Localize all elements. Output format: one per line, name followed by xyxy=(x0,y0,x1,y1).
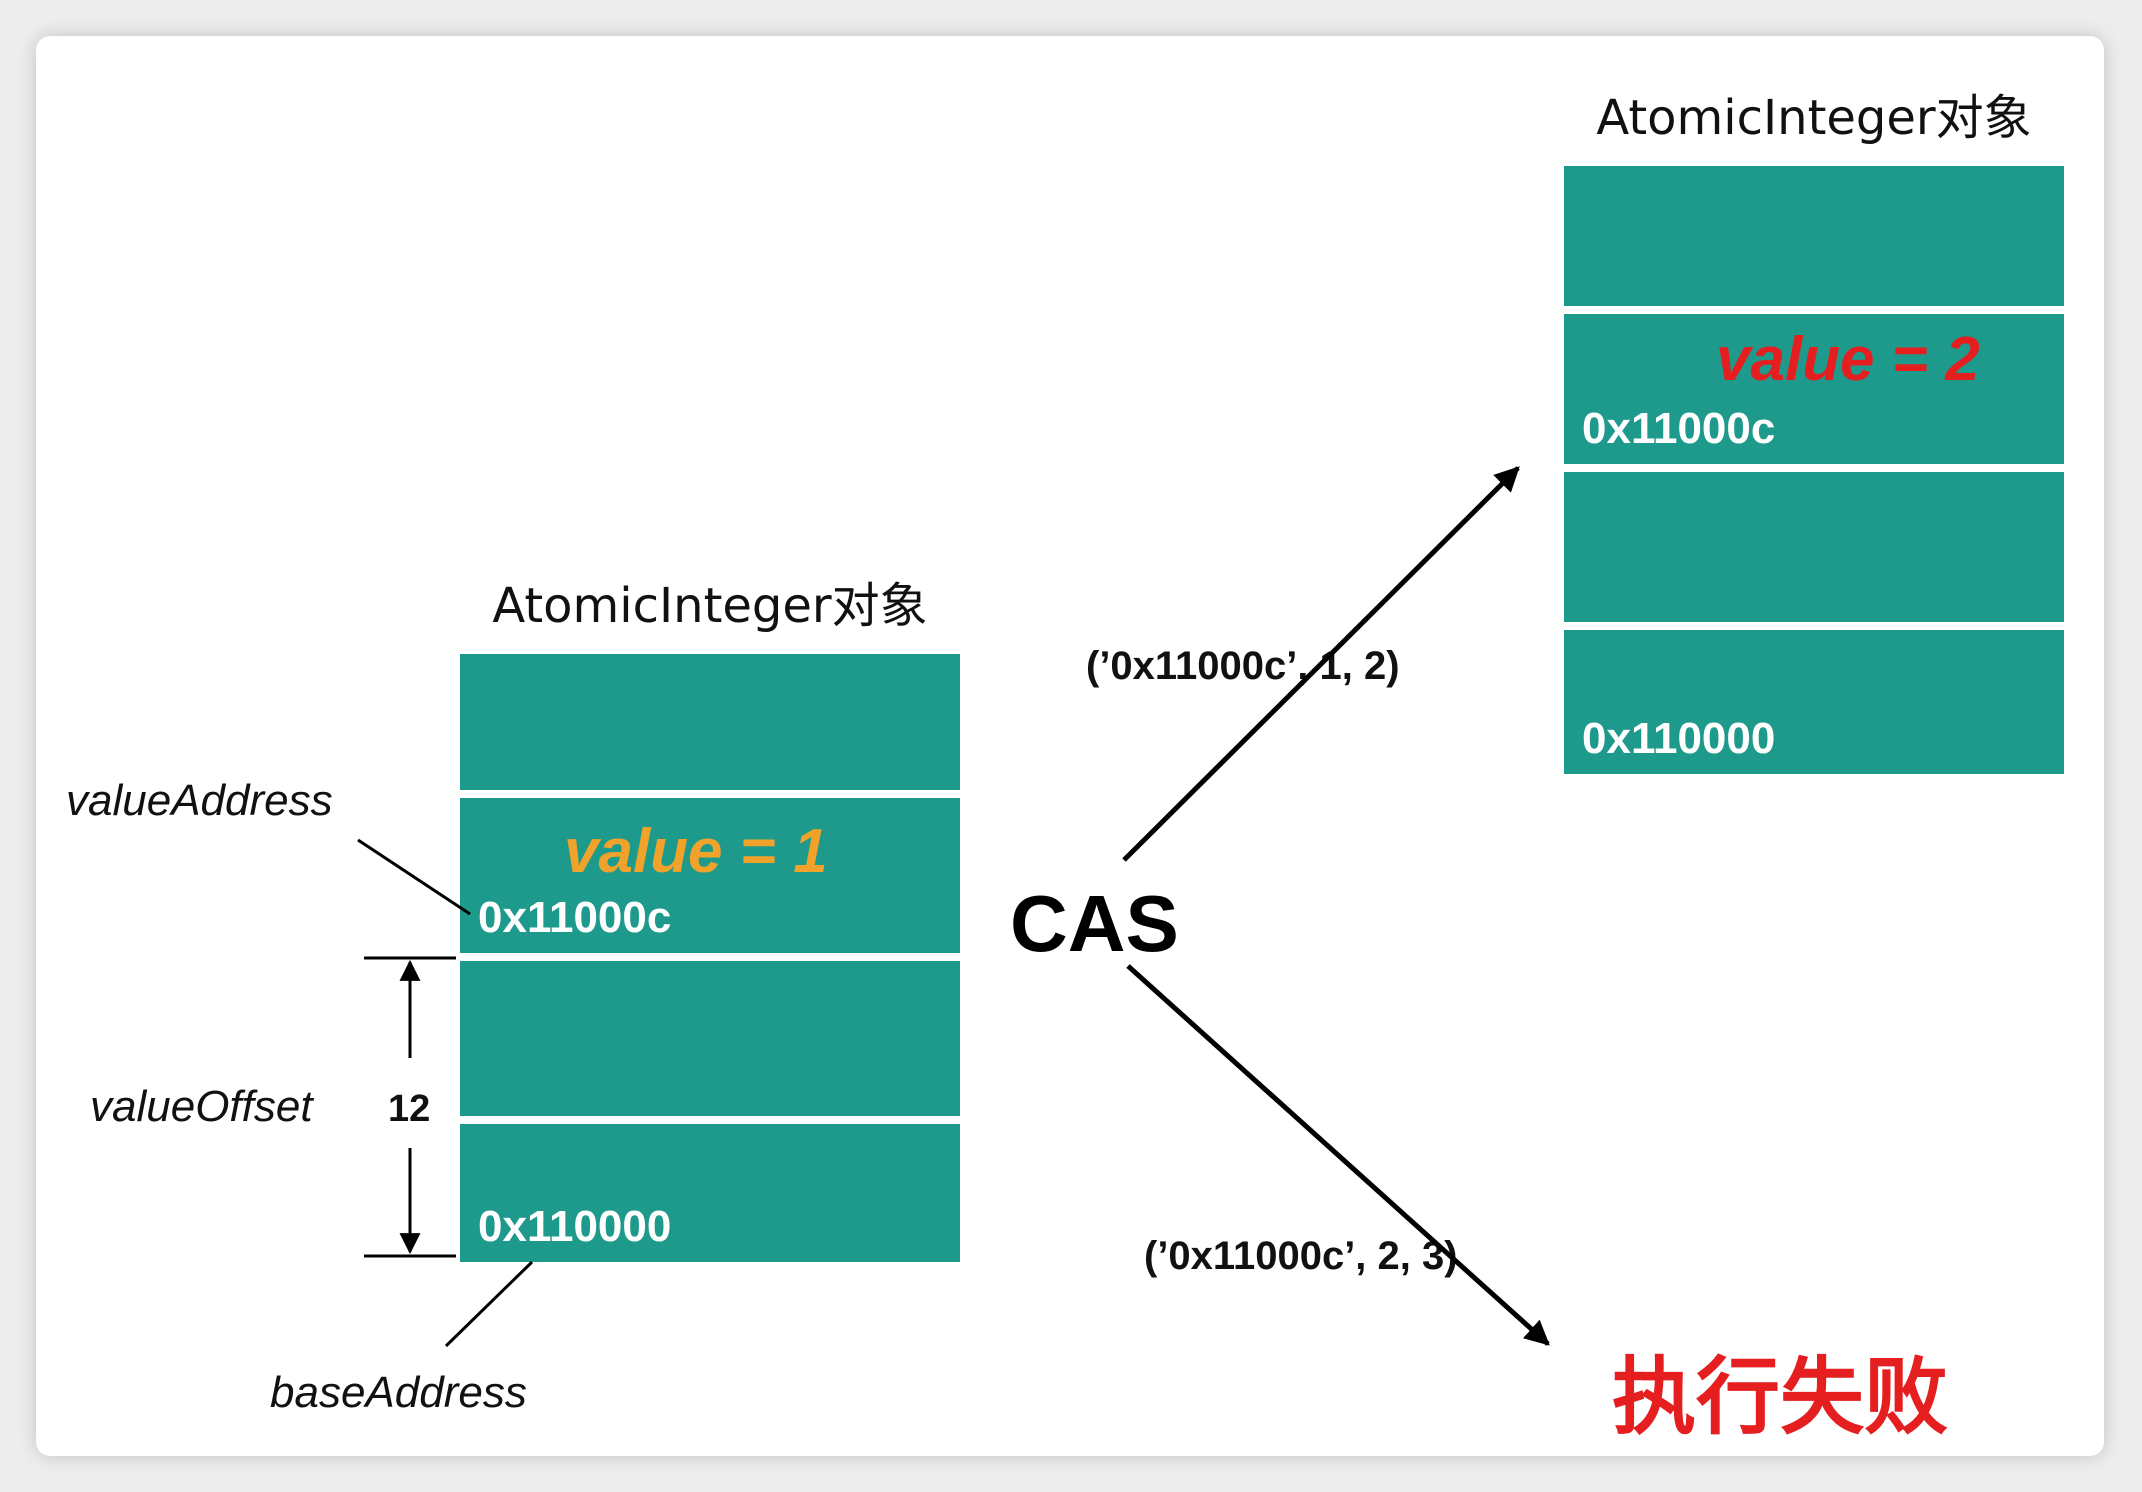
left-cell-3 xyxy=(460,961,960,1116)
cas-label: CAS xyxy=(1010,879,1179,968)
right-value-label: value = 2 xyxy=(1716,325,1980,394)
success-args-label: (’0x11000c’, 1, 2) xyxy=(1086,644,1400,688)
fail-args-label: (’0x11000c’, 2, 3) xyxy=(1144,1234,1458,1278)
right-cell-1 xyxy=(1564,166,2064,306)
cas-fail-arrow xyxy=(1126,964,1550,1346)
left-addr-value: 0x11000c xyxy=(478,893,672,942)
offset-number: 12 xyxy=(388,1088,431,1130)
right-addr-base: 0x110000 xyxy=(1582,714,1776,763)
value-address-label: valueAddress xyxy=(66,776,333,825)
left-object-title: AtomicInteger对象 xyxy=(492,578,928,634)
right-addr-value: 0x11000c xyxy=(1582,404,1776,453)
right-object-title: AtomicInteger对象 xyxy=(1596,90,2032,146)
right-cell-value: value = 2 0x11000c xyxy=(1564,314,2064,464)
right-cell-3 xyxy=(1564,472,2064,622)
base-address-label: baseAddress xyxy=(270,1368,527,1417)
left-value-label: value = 1 xyxy=(564,817,828,886)
value-address-leader xyxy=(357,838,471,916)
base-address-leader xyxy=(444,1260,534,1348)
left-cell-1 xyxy=(460,654,960,790)
right-cell-base: 0x110000 xyxy=(1564,630,2064,774)
left-addr-base: 0x110000 xyxy=(478,1202,672,1251)
left-cell-value: value = 1 0x11000c xyxy=(460,798,960,953)
cas-success-arrow xyxy=(1122,466,1520,862)
value-offset-label: valueOffset xyxy=(90,1082,313,1131)
left-cell-base: 0x110000 xyxy=(460,1124,960,1262)
fail-result-label: 执行失败 xyxy=(1612,1348,1949,1446)
